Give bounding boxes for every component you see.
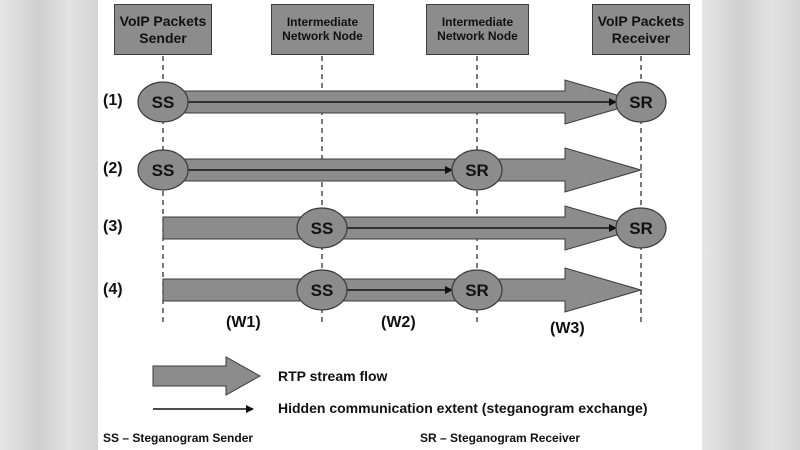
segment-label-w1: (W1)	[226, 314, 261, 331]
legend-rtp-arrow-icon	[152, 356, 262, 396]
background-right	[702, 0, 800, 450]
ss-node-row-3	[296, 207, 348, 249]
header-intermediate-node-1-line-2: Network Node	[282, 28, 363, 43]
diagram-canvas: SS SR SS SR SS SR SS SR	[137, 56, 667, 413]
header-voip-sender-line-2: Sender	[139, 29, 187, 46]
sr-node-row-1	[615, 81, 667, 123]
background-left	[0, 0, 98, 450]
row-label-1: (1)	[103, 92, 123, 109]
header-voip-receiver: VoIP Packets Receiver	[592, 4, 690, 55]
header-intermediate-node-2-line-2: Network Node	[437, 28, 518, 43]
sr-node-label-row-4: SR	[465, 281, 489, 300]
sr-node-row-2	[451, 149, 503, 191]
row-1-diagram: SS SR	[137, 79, 667, 125]
sr-node-row-3	[615, 207, 667, 249]
ss-node-label-row-1: SS	[152, 93, 175, 112]
row-label-4: (4)	[103, 281, 123, 298]
sr-node-label-row-3: SR	[629, 219, 653, 238]
legend-rtp-label: RTP stream flow	[278, 368, 388, 384]
ss-node-row-1	[137, 81, 189, 123]
sr-node-label-row-2: SR	[465, 161, 489, 180]
header-voip-receiver-line-1: VoIP Packets	[597, 13, 685, 30]
abbreviation-ss: SS – Steganogram Sender	[103, 431, 254, 445]
header-intermediate-node-2: Intermediate Network Node	[426, 4, 529, 55]
header-voip-sender: VoIP Packets Sender	[114, 4, 212, 55]
row-label-3: (3)	[103, 218, 123, 235]
ss-node-label-row-4: SS	[311, 281, 334, 300]
row-label-2: (2)	[103, 160, 123, 177]
row-4-diagram: SS SR	[162, 267, 643, 313]
row-3-diagram: SS SR	[162, 205, 667, 251]
legend-hidden-label: Hidden communication extent (steganogram…	[278, 400, 648, 416]
ss-node-row-2	[137, 149, 189, 191]
header-intermediate-node-1: Intermediate Network Node	[271, 4, 374, 55]
header-intermediate-node-2-line-1: Intermediate	[441, 14, 514, 29]
header-voip-sender-line-1: VoIP Packets	[119, 13, 207, 30]
header-intermediate-node-1-line-1: Intermediate	[286, 14, 359, 29]
segment-label-w2: (W2)	[381, 314, 416, 331]
ss-node-row-4	[296, 269, 348, 311]
sr-node-row-4	[451, 269, 503, 311]
abbreviation-sr: SR – Steganogram Receiver	[420, 431, 581, 445]
sr-node-label-row-1: SR	[629, 93, 653, 112]
row-2-diagram: SS SR	[137, 147, 643, 193]
ss-node-label-row-3: SS	[311, 219, 334, 238]
segment-label-w3: (W3)	[550, 320, 585, 337]
diagram-figure: SS SR SS SR SS SR SS SR	[98, 0, 702, 450]
ss-node-label-row-2: SS	[152, 161, 175, 180]
header-voip-receiver-line-2: Receiver	[611, 29, 671, 46]
